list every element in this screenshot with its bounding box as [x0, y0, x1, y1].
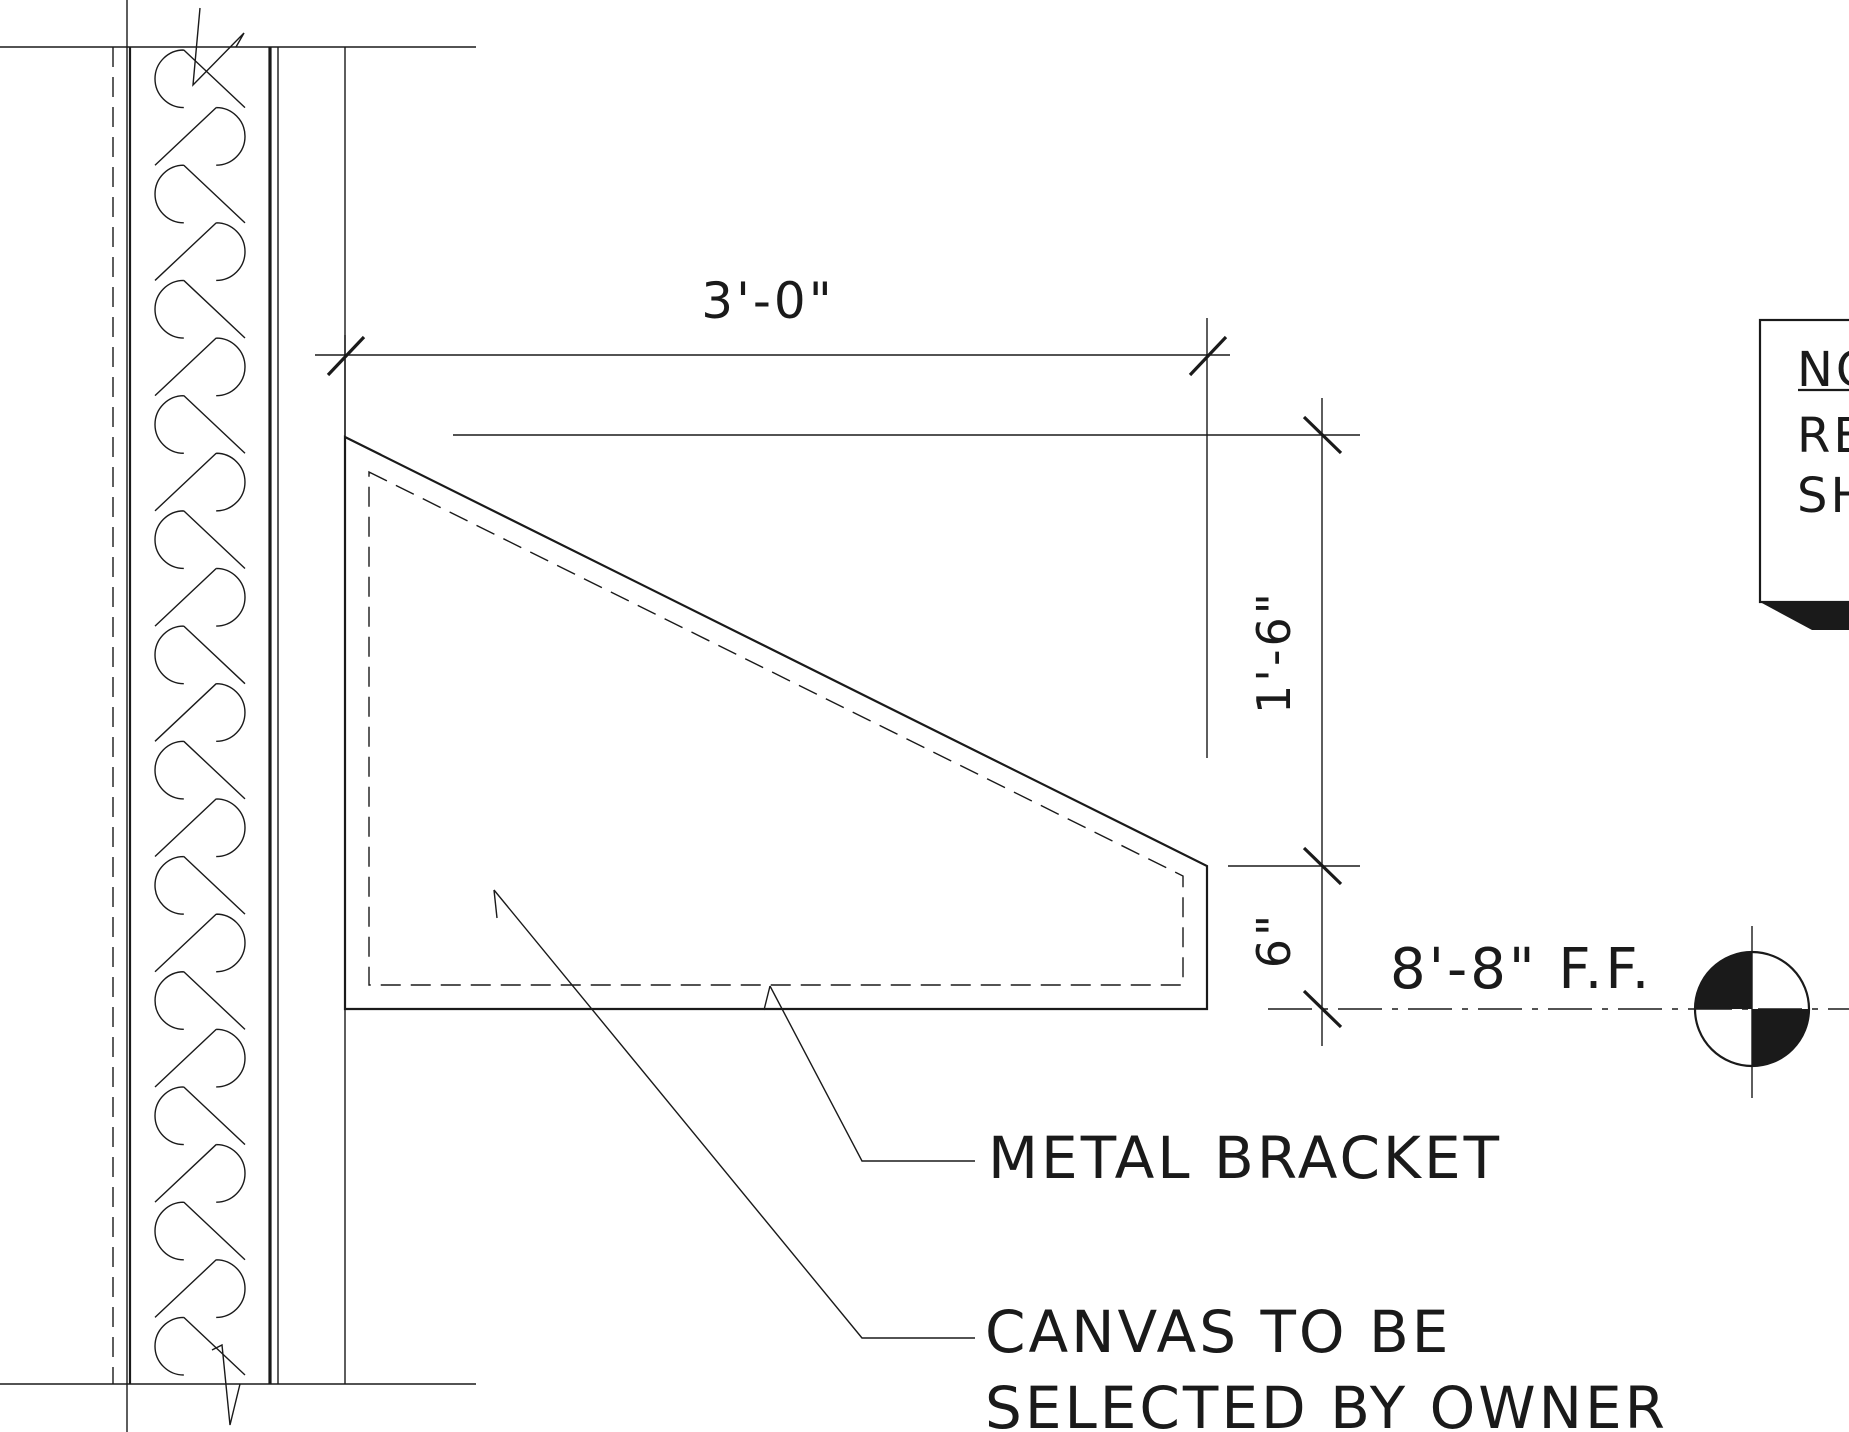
- canvas-outline-dashed: [368, 470, 1184, 986]
- note-box-shadow: [1760, 602, 1849, 630]
- break-line-top: [192, 7, 245, 87]
- dim-tick-mid: [1302, 846, 1343, 886]
- leader-canvas: [493, 889, 975, 1339]
- elevation-label: 8'-8" F.F.: [1390, 937, 1652, 1002]
- leaders: [493, 889, 975, 1339]
- leader-arrow-canvas: [493, 889, 498, 919]
- note-box: [1758, 318, 1849, 630]
- callout-metal-bracket: METAL BRACKET: [988, 1124, 1502, 1192]
- dim-tick-left: [326, 335, 366, 377]
- break-line-bottom: [211, 1343, 241, 1426]
- callout-canvas-line2: SELECTED BY OWNER: [985, 1374, 1668, 1432]
- insulation-loop: [154, 49, 246, 1376]
- leader-metal-bracket: [769, 985, 975, 1162]
- note-line3: SH: [1797, 468, 1849, 524]
- batt-insulation-symbol: [154, 49, 246, 1376]
- dim-tick-top: [1302, 415, 1343, 455]
- metal-bracket-awning: [343, 435, 1209, 1011]
- dim-label-width: 3'-0": [701, 272, 834, 330]
- leader-arrow-metal-bracket: [763, 985, 771, 1011]
- dimension-lines: [315, 318, 1849, 1046]
- elevation-marker-symbol: [1693, 926, 1811, 1098]
- note-line2: RE: [1797, 408, 1849, 464]
- bracket-outline: [343, 435, 1209, 1011]
- dim-label-height-lower: 6": [1247, 912, 1301, 968]
- dim-label-height-upper: 1'-6": [1247, 590, 1301, 714]
- note-line1: NO: [1797, 342, 1849, 398]
- callout-canvas-line1: CANVAS TO BE: [985, 1298, 1451, 1366]
- elevation-marker-quadrant-br: [1752, 1009, 1809, 1066]
- wall-assembly: [0, 0, 476, 1432]
- dim-tick-right: [1188, 335, 1228, 377]
- elevation-marker-quadrant-tl: [1695, 952, 1752, 1009]
